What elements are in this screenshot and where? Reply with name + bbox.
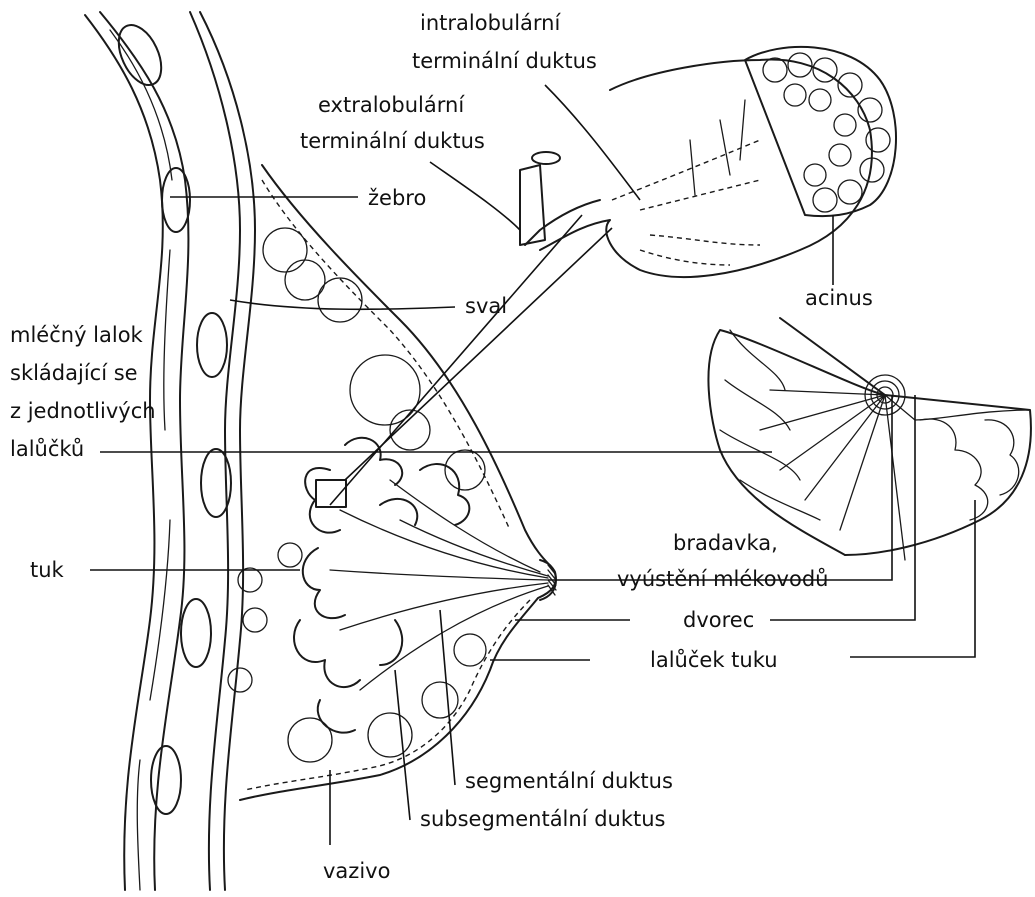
label-segmental-duct: segmentální duktus (465, 768, 673, 795)
label-fat-lobule: lalůček tuku (650, 647, 778, 674)
label-muscle: sval (465, 293, 507, 320)
label-intralobular-line1: intralobulární (420, 10, 560, 37)
label-lobe-line2: skládající se (10, 360, 138, 387)
chest-wall (85, 12, 255, 890)
label-rib: žebro (368, 185, 426, 212)
mammary-lobules (294, 438, 548, 733)
label-nipple-line1: bradavka, (673, 530, 778, 557)
label-subsegmental-duct: subsegmentální duktus (420, 806, 666, 833)
label-lobe-line1: mléčný lalok (10, 322, 143, 349)
leader-lines (90, 85, 975, 845)
label-extralobular-line1: extralobulární (318, 92, 464, 119)
label-intralobular-line2: terminální duktus (412, 48, 597, 75)
label-areola: dvorec (683, 607, 754, 634)
label-lobe-line3: z jednotlivých (10, 398, 156, 425)
label-fat: tuk (30, 557, 64, 584)
label-connective-tissue: vazivo (323, 858, 390, 885)
lobule-inset (520, 47, 896, 277)
label-lobe-line4: lalůčků (10, 436, 84, 463)
areola-section-inset (708, 318, 1030, 560)
label-nipple-line2: vyústění mlékovodů (617, 566, 828, 593)
label-acinus: acinus (805, 285, 873, 312)
label-extralobular-line2: terminální duktus (300, 128, 485, 155)
